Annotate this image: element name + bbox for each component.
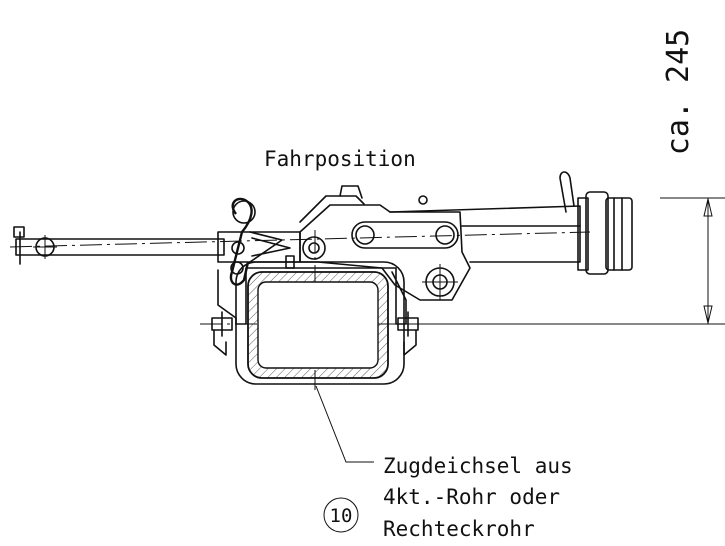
tube-strap (235, 261, 405, 385)
connecting-link (351, 221, 459, 249)
position-label: Fahrposition (264, 147, 416, 171)
drawbar-end-lug (13, 226, 25, 238)
callout-line-2: 4kt.-Rohr oder (383, 485, 560, 509)
spring-clip-eye (232, 200, 256, 224)
dimension-arrow-bottom (703, 305, 713, 324)
small-screw (418, 195, 428, 205)
dimension-arrow-top (703, 198, 713, 217)
callout-line-1: Zugdeichsel aus (383, 454, 573, 478)
callout-line-3: Rechteckrohr (383, 517, 535, 541)
callout: 10 Zugdeichsel aus 4kt.-Rohr oder Rechte… (315, 385, 573, 541)
clamp-pivot (231, 241, 245, 255)
arm-tube (389, 205, 581, 263)
callout-leader (315, 385, 374, 463)
hinge-plate-outline (299, 204, 471, 301)
mounting-bracket (217, 267, 407, 325)
right-arm (389, 171, 633, 275)
spring-clip (229, 197, 253, 286)
callout-bubble (323, 497, 359, 533)
arm-hook (559, 171, 575, 213)
drawbar (13, 226, 225, 265)
callout-number: 10 (330, 505, 353, 527)
arm-flange (577, 197, 589, 271)
dimension-group: ca. 245 (385, 29, 725, 325)
tube-inner-wall (257, 281, 379, 369)
main-pivot (302, 236, 326, 260)
square-tube-section (211, 261, 419, 385)
drawbar-tube (15, 238, 225, 256)
end-cap (605, 197, 633, 271)
hinge-body (299, 185, 471, 301)
dimension-text: ca. 245 (661, 29, 696, 155)
